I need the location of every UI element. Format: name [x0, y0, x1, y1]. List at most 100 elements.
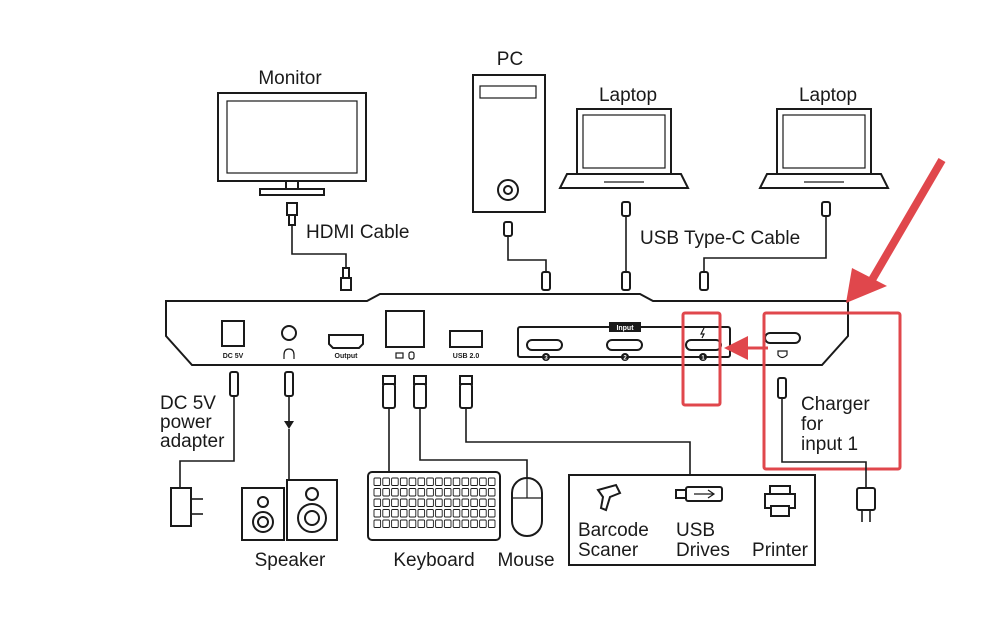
audio-port-icon — [281, 325, 297, 359]
usb-drives-label-2: Drives — [676, 540, 730, 561]
keyboard-key — [426, 509, 434, 518]
charger-label-2: for — [801, 414, 824, 435]
keyboard-key — [461, 488, 470, 497]
usb-drives-label-1: USB — [676, 520, 715, 541]
keyboard-key — [382, 488, 390, 497]
keyboard-key — [417, 477, 426, 486]
keyboard-key — [487, 509, 496, 518]
keyboard-key — [470, 488, 478, 497]
keyboard-key — [417, 488, 426, 497]
keyboard-key — [373, 498, 382, 507]
hdmi-cable-label: HDMI Cable — [306, 222, 409, 243]
keyboard-key — [426, 488, 434, 497]
kvm-switch-body — [165, 293, 849, 366]
keyboard-key — [461, 498, 470, 507]
keyboard-key — [443, 498, 452, 507]
dc-adapter-label-1: DC 5V — [160, 393, 216, 414]
keyboard-key — [479, 519, 487, 528]
keyboard-key — [417, 498, 426, 507]
keyboard-key — [443, 519, 452, 528]
keyboard-key — [461, 477, 470, 486]
input-number-3: 3 — [544, 356, 548, 362]
pc-icon — [472, 74, 546, 213]
keyboard-key — [435, 519, 443, 528]
keyboard-key — [435, 488, 443, 497]
keyboard-key — [452, 519, 461, 528]
keyboard-key — [487, 498, 496, 507]
laptop-a-label: Laptop — [599, 85, 657, 106]
keyboard-key — [479, 477, 487, 486]
usb2-port-icon — [449, 330, 483, 348]
keyboard-key — [399, 509, 408, 518]
dc-adapter-label-3: adapter — [160, 431, 225, 452]
pointer-arrow — [846, 157, 946, 303]
keyboard-key — [470, 477, 478, 486]
barcode-scanner-label-1: Barcode — [578, 520, 649, 541]
keyboard-key — [399, 488, 408, 497]
charger-label-3: input 1 — [801, 434, 858, 455]
keyboard-key — [470, 509, 478, 518]
keyboard-key — [452, 488, 461, 497]
keyboard-key — [443, 488, 452, 497]
keyboard-key — [382, 519, 390, 528]
input-1-highlight — [681, 311, 722, 407]
keyboard-key — [417, 519, 426, 528]
keyboard-key — [391, 477, 399, 486]
keyboard-key — [443, 509, 452, 518]
barcode-scanner-label-2: Scaner — [578, 540, 639, 561]
usbc-cables — [503, 201, 831, 291]
keyboard-key — [479, 509, 487, 518]
keyboard-key — [373, 477, 382, 486]
keyboard-key — [452, 509, 461, 518]
charger-highlight — [762, 311, 902, 471]
keyboard-key — [399, 519, 408, 528]
input-number-1: 1 — [701, 356, 705, 362]
keyboard-key — [443, 477, 452, 486]
barcode-scanner-icon — [596, 483, 622, 512]
keyboard-key — [487, 519, 496, 528]
charger-icon — [777, 377, 876, 522]
keyboard-key — [479, 498, 487, 507]
keyboard-key — [399, 477, 408, 486]
usbc-cable-label: USB Type-C Cable — [640, 228, 800, 249]
keyboard-key — [426, 498, 434, 507]
keyboard-key — [487, 477, 496, 486]
input-number-2: 2 — [623, 356, 627, 362]
keyboard-key — [382, 477, 390, 486]
speaker-icon — [241, 371, 338, 541]
keyboard-key — [461, 519, 470, 528]
laptop-icon-a — [558, 108, 690, 189]
keyboard-icon — [367, 471, 501, 541]
keyboard-key — [373, 519, 382, 528]
keyboard-key — [382, 509, 390, 518]
monitor-icon — [217, 92, 367, 196]
mouse-icon — [511, 477, 543, 537]
keyboard-key — [417, 509, 426, 518]
dc-adapter-icon — [170, 371, 239, 527]
keyboard-key — [391, 498, 399, 507]
keyboard-key — [470, 519, 478, 528]
dc-port-label: DC 5V — [223, 353, 244, 360]
keyboard-key — [452, 477, 461, 486]
laptop-icon-b — [758, 108, 890, 189]
usb-drive-icon — [675, 486, 723, 502]
printer-icon — [764, 485, 796, 517]
pc-label: PC — [497, 49, 523, 70]
keyboard-key — [461, 509, 470, 518]
keyboard-key — [408, 509, 417, 518]
dc-adapter-label-2: power — [160, 412, 212, 433]
keyboard-key — [408, 488, 417, 497]
keyboard-key — [408, 519, 417, 528]
keyboard-key — [435, 509, 443, 518]
keyboard-key — [373, 509, 382, 518]
keyboard-key — [426, 477, 434, 486]
keyboard-label: Keyboard — [393, 550, 474, 571]
keyboard-key — [435, 477, 443, 486]
charger-label-1: Charger — [801, 394, 870, 415]
keyboard-key — [408, 477, 417, 486]
keyboard-mouse-port-icon — [385, 310, 425, 360]
keyboard-key — [391, 519, 399, 528]
keyboard-key — [426, 519, 434, 528]
keyboard-key — [382, 498, 390, 507]
